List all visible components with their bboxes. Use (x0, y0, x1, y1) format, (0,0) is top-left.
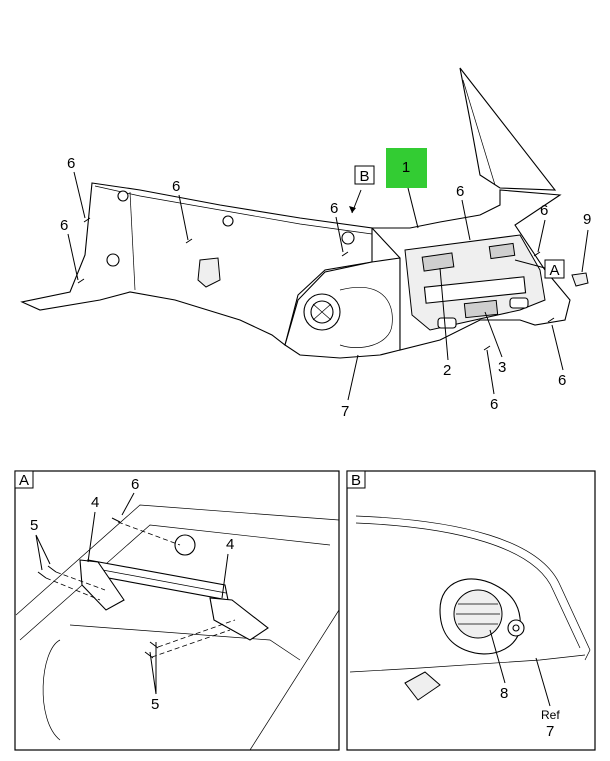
callout-6: 6 (540, 202, 548, 219)
ref-label-word: Ref (541, 708, 560, 722)
callout-6: 6 (67, 155, 75, 172)
left-trim-panel (20, 182, 373, 346)
vent-clip (404, 671, 441, 701)
callout-6: 6 (456, 183, 464, 200)
detail-a-tag: A (19, 472, 29, 489)
ref-label-number: 7 (546, 723, 554, 740)
view-ref-b: B (359, 168, 369, 185)
grab-handle (197, 257, 221, 288)
clip-9 (571, 272, 589, 287)
callout-6: 6 (172, 178, 180, 195)
right-bracket (209, 597, 269, 641)
view-ref-box-b (354, 165, 375, 185)
main-view (20, 67, 589, 359)
callout-5: 5 (30, 517, 38, 534)
detail-a-frame (14, 470, 340, 751)
callout-6: 6 (60, 217, 68, 234)
callout-6: 6 (330, 200, 338, 217)
callout-6: 6 (131, 476, 139, 493)
detail-a-tag-box (14, 470, 34, 489)
callout-6: 6 (490, 396, 498, 413)
callout-3: 3 (498, 359, 506, 376)
switch-2 (421, 252, 455, 272)
callout-7: 7 (341, 403, 349, 420)
detail-b-drawing (349, 515, 591, 701)
detail-a-drawing (15, 504, 340, 751)
callout-4: 4 (226, 536, 234, 553)
callout-9: 9 (583, 211, 591, 228)
callout-6: 6 (558, 372, 566, 389)
callout-8: 8 (500, 685, 508, 702)
detail-b-tag: B (351, 472, 361, 489)
callout-1-highlight (386, 148, 427, 188)
callout-2: 2 (443, 362, 451, 379)
callout-5: 5 (151, 696, 159, 713)
upper-side-panel (459, 67, 557, 191)
callout-4: 4 (91, 494, 99, 511)
left-bracket (79, 559, 125, 611)
callout-1: 1 (402, 159, 410, 176)
detail-b-tag-box (346, 470, 366, 489)
switch-3 (463, 299, 499, 319)
view-ref-a: A (549, 262, 559, 279)
view-ref-box-a (544, 259, 565, 279)
